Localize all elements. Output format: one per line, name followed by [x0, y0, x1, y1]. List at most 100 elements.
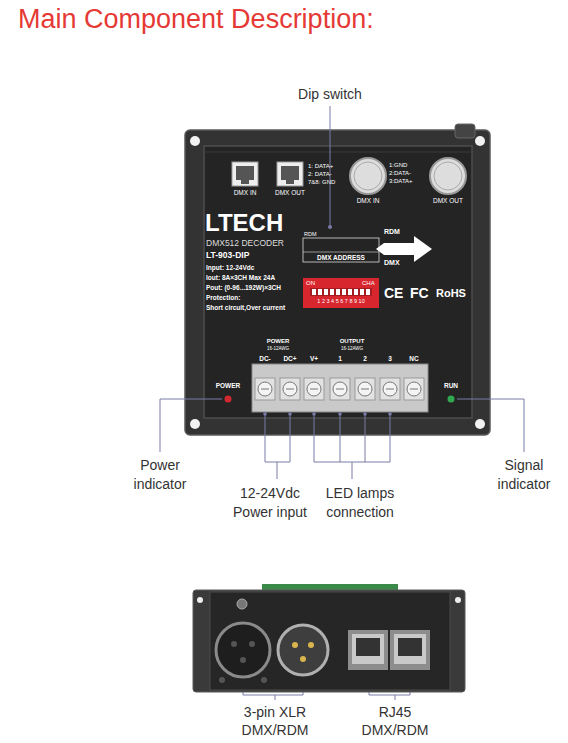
rj45-ports-top-part — [236, 166, 254, 180]
terminal-block-part — [252, 364, 428, 412]
dip-address-panel-part — [330, 289, 334, 295]
pin-label: 2:DATA- — [389, 170, 411, 177]
indicator-label: RUN — [444, 382, 458, 389]
rj45-ports-top-part — [277, 162, 303, 186]
panel-label: DMX — [384, 259, 400, 267]
housing-end-view-part — [219, 677, 225, 683]
rj45-ports-top-part — [232, 162, 258, 186]
xlr-sockets-top-part — [354, 162, 382, 190]
leader-dots-part — [328, 225, 332, 229]
xlr-sockets-top-part — [434, 162, 462, 190]
terminal-label: DC+ — [283, 355, 296, 362]
spec-text: Iout: 8A×3CH Max 24A — [206, 274, 275, 281]
callout-label: 3-pin XLR DMX/RDM — [235, 703, 315, 739]
dip-address-panel — [303, 238, 379, 308]
terminal-label: 16-12AWG — [341, 346, 363, 351]
spec-text: Input: 12-24Vdc — [206, 264, 254, 271]
cert-mark: RoHS — [436, 287, 466, 300]
housing-end-view-part — [292, 642, 298, 648]
leader-dots-part — [288, 412, 292, 416]
housing-end-view-part — [308, 642, 314, 648]
terminal-block — [252, 364, 428, 412]
panel-label: DMX ADDRESS — [317, 254, 365, 261]
xlr-sockets-top — [350, 158, 466, 194]
housing-end-view-part — [193, 590, 465, 692]
dip-address-panel-part — [360, 289, 364, 295]
port-label: DMX OUT — [433, 197, 463, 204]
housing-end-view-part — [394, 634, 426, 664]
switch-numbers: 1 2 3 4 5 6 7 8 9 10 — [317, 298, 364, 304]
housing-end-view-part — [216, 623, 270, 677]
housing-top-view-part — [185, 130, 490, 435]
run-led — [448, 396, 455, 403]
leader-lines-part — [457, 399, 524, 452]
rj45-ports-top-part — [281, 166, 299, 180]
switch-label: CHA — [362, 280, 375, 287]
pin-label: 2: DATA- — [308, 171, 332, 178]
terminal-label: 2 — [363, 355, 367, 362]
dip-address-panel-part — [303, 238, 379, 262]
dip-address-panel-part — [303, 252, 379, 253]
housing-end-view-part — [352, 634, 384, 664]
housing-end-view-part — [455, 597, 461, 603]
housing-end-view-part — [231, 641, 237, 647]
product-name: DMX512 DECODER — [206, 239, 284, 249]
rdm-dmx-arrow-left — [376, 243, 384, 255]
xlr-sockets-top-part — [430, 158, 466, 194]
leader-dots-part — [388, 412, 392, 416]
rj45-ports-top-part — [286, 180, 294, 184]
pin-label: 1:GND — [389, 162, 407, 169]
leader-dots-part — [263, 412, 267, 416]
housing-top-view-part — [475, 419, 485, 429]
housing-top-view-part — [455, 124, 475, 138]
leader-dots-part — [363, 412, 367, 416]
pin-label: 1: DATA+ — [308, 163, 333, 170]
housing-top-view-part — [190, 136, 200, 146]
spec-text: Short circuit,Over current — [206, 304, 285, 311]
port-label: DMX OUT — [275, 189, 305, 196]
model-number: LT-903-DIP — [206, 251, 249, 261]
housing-top-view-part — [190, 419, 200, 429]
cert-mark: CE — [384, 285, 403, 301]
dip-address-panel-part — [318, 289, 322, 295]
housing-end-view-part — [356, 638, 380, 656]
housing-end-view — [193, 584, 465, 692]
dip-address-panel-part — [303, 278, 379, 308]
dip-address-panel-part — [366, 289, 370, 295]
leader-lines-part — [160, 399, 222, 452]
dip-address-panel-part — [312, 289, 316, 295]
terminal-label: NC — [409, 355, 418, 362]
dip-address-panel-part — [342, 289, 346, 295]
housing-end-view-part — [390, 630, 430, 670]
spec-text: Pout: (0-96...192W)×3CH — [206, 284, 281, 291]
callout-label: Dip switch — [298, 86, 362, 102]
rdm-dmx-arrow — [384, 236, 432, 262]
cert-mark: FC — [410, 285, 429, 301]
housing-end-view-part — [261, 677, 267, 683]
leader-dots — [263, 225, 392, 416]
housing-end-view-part — [278, 625, 328, 675]
power-led — [225, 396, 232, 403]
callout-label: LED lamps connection — [305, 484, 415, 522]
dip-address-panel-part — [354, 289, 358, 295]
housing-top-view-part — [475, 136, 485, 146]
panel-label: RDM — [304, 231, 317, 237]
terminal-label: DC- — [259, 355, 271, 362]
callout-label: RJ45 DMX/RDM — [360, 703, 430, 739]
housing-end-view-part — [240, 657, 246, 663]
terminal-label: 16-12AWG — [267, 346, 289, 351]
housing-end-view-part — [300, 656, 306, 662]
panel-label: RDM — [384, 228, 400, 236]
rj45-ports-top — [232, 162, 303, 186]
pin-label: 3:DATA+ — [389, 178, 413, 185]
pin-label: 7&8: GND — [308, 179, 335, 186]
housing-end-view-part — [348, 630, 388, 670]
leader-lines — [160, 106, 524, 700]
indicator-label: POWER — [216, 382, 241, 389]
terminal-block-part — [261, 388, 418, 389]
leader-lines-part — [314, 414, 390, 479]
callout-label: 12-24Vdc Power input — [220, 484, 320, 522]
terminal-label: 1 — [338, 355, 342, 362]
terminal-label: POWER — [267, 338, 290, 345]
